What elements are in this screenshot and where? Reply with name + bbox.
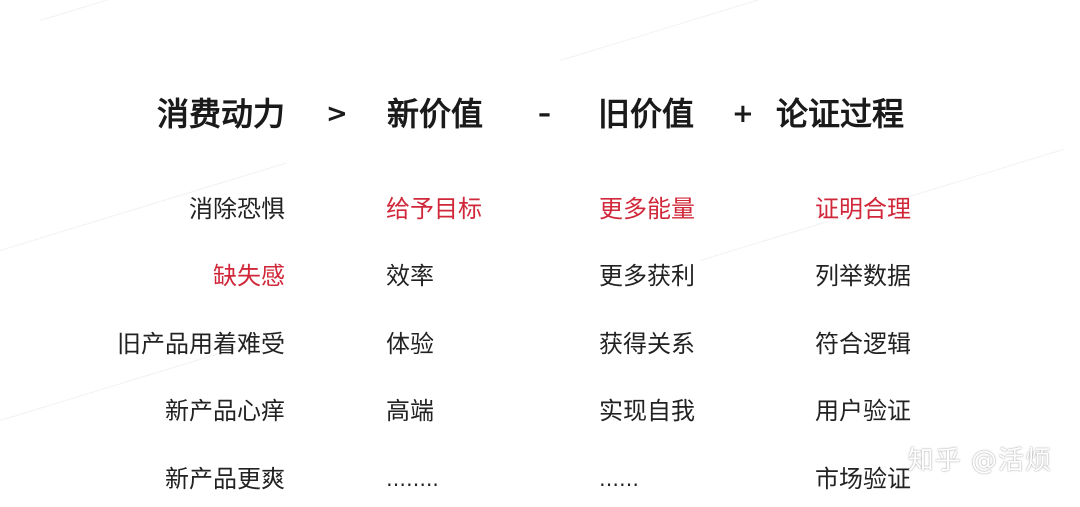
col3-item: 更多获利 [599,262,695,290]
col1-item: 新产品心痒 [165,397,285,425]
col4-item: 列举数据 [815,262,911,290]
minus-operator: – [538,99,551,129]
col2-item: 给予目标 [386,195,482,223]
col4-item: 符合逻辑 [815,330,911,358]
col1-item: 旧产品用着难受 [117,330,285,358]
col2-item: 效率 [386,262,434,290]
col3-item: …… [599,467,639,491]
col3-item: 更多能量 [599,195,695,223]
col1-item: 消除恐惧 [189,195,285,223]
header-consumption-power: 消费动力 [157,95,286,133]
background-streak [560,0,962,61]
col2-item: …….. [386,467,439,491]
col3-item: 实现自我 [599,397,695,425]
col2-item: 高端 [386,397,434,425]
col3-item: 获得关系 [599,330,695,358]
greater-than-operator: > [326,99,348,129]
col2-item: 体验 [386,330,434,358]
background-streak [40,0,366,21]
plus-operator: + [732,99,754,129]
header-proof-process: 论证过程 [776,95,905,133]
col1-item: 缺失感 [213,262,285,290]
header-new-value: 新价值 [387,95,484,133]
zhihu-watermark: 知乎 @活烦 [907,446,1052,476]
col1-item: 新产品更爽 [165,465,285,493]
col4-item: 用户验证 [815,397,911,425]
header-old-value: 旧价值 [598,95,695,133]
col4-item: 市场验证 [815,465,911,493]
col4-item: 证明合理 [815,195,911,223]
